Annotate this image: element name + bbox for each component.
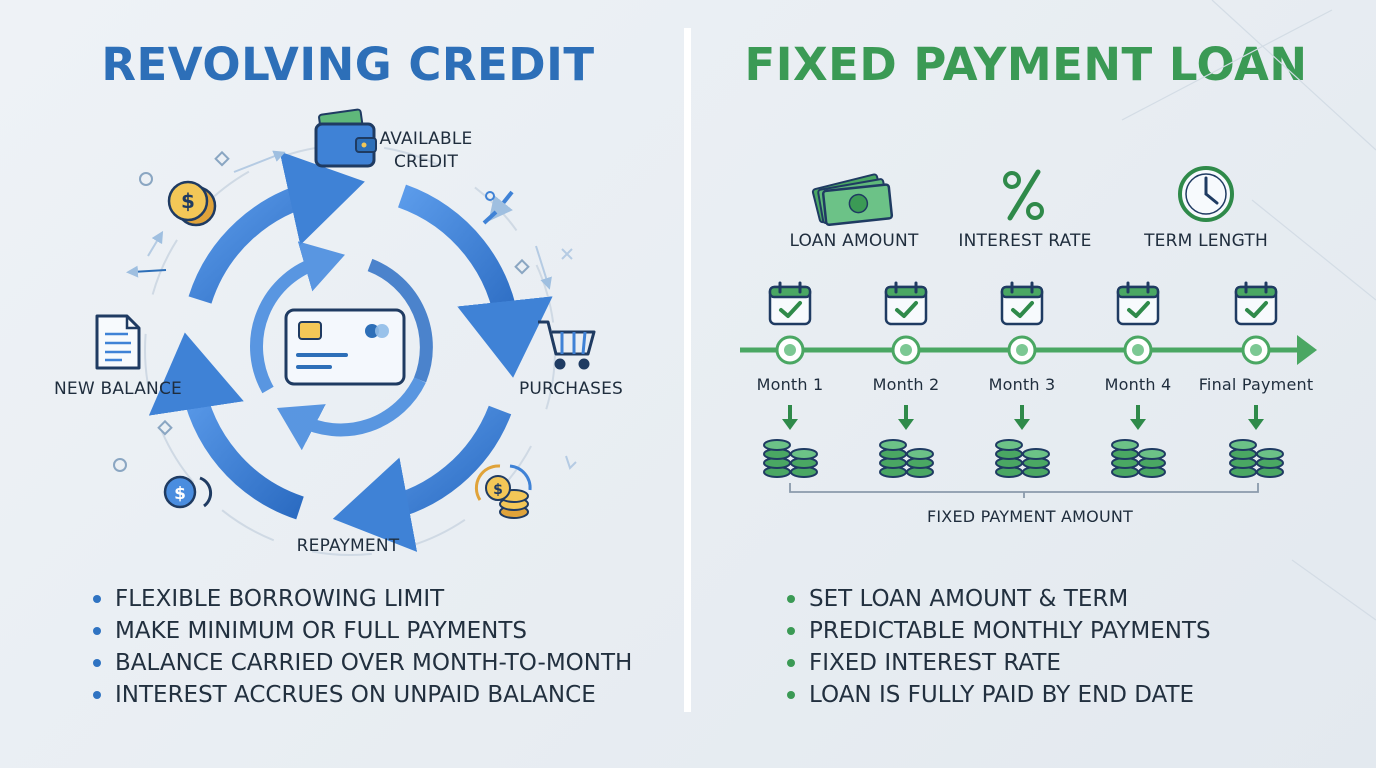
loan-timeline-diagram (740, 0, 1376, 621)
bullet-dot (93, 659, 101, 667)
timeline-label-final-payment: Final Payment (1198, 375, 1314, 394)
coin-cycle-icon: $ (474, 464, 532, 519)
down-arrow-icon (782, 405, 798, 430)
label-available-credit-line2: CREDIT (393, 152, 459, 172)
coin-stack-icon: $ (167, 180, 217, 227)
label-interest-rate: INTEREST RATE (958, 231, 1092, 251)
calendar-check-icon (884, 281, 928, 326)
timeline-step (763, 281, 818, 478)
calendar-check-icon (1234, 281, 1278, 326)
calendar-check-icon (768, 281, 812, 326)
shopping-cart-icon (538, 320, 596, 370)
svg-text:$: $ (181, 189, 195, 213)
dollar-coin-icon: $ (163, 475, 213, 509)
down-arrow-icon (1248, 405, 1264, 430)
credit-card-icon (284, 308, 406, 386)
bullet-item: SET LOAN AMOUNT & TERM (787, 583, 1211, 615)
down-arrow-icon (1130, 405, 1146, 430)
inner-arrow-lower (276, 377, 426, 451)
timeline-label-month-3: Month 3 (988, 375, 1056, 394)
timeline-node-core (900, 344, 912, 356)
bullet-item: MAKE MINIMUM OR FULL PAYMENTS (93, 615, 632, 647)
label-new-balance: NEW BALANCE (54, 379, 182, 399)
timeline-node-core (1132, 344, 1144, 356)
revolving-credit-bullets: FLEXIBLE BORROWING LIMIT MAKE MINIMUM OR… (93, 583, 632, 711)
coin-stack-icon (995, 439, 1050, 478)
bullet-text: PREDICTABLE MONTHLY PAYMENTS (809, 618, 1211, 644)
cash-icon (811, 173, 894, 226)
panel-divider (684, 28, 691, 712)
coin-stack-icon (1111, 439, 1166, 478)
revolving-credit-title: REVOLVING CREDIT (101, 38, 595, 91)
bullet-text: SET LOAN AMOUNT & TERM (809, 586, 1129, 612)
bullet-dot (93, 691, 101, 699)
cycle-arrow-bottom (332, 405, 512, 552)
label-purchases: PURCHASES (518, 379, 624, 399)
coin-stack-icon (763, 439, 818, 478)
bullet-text: BALANCE CARRIED OVER MONTH-TO-MONTH (115, 650, 633, 676)
bullet-dot (787, 659, 795, 667)
label-repayment: REPAYMENT (296, 536, 400, 556)
wallet-icon (314, 108, 377, 168)
calendar-check-icon (1116, 281, 1160, 326)
bullet-dot (787, 691, 795, 699)
percent-icon (1003, 169, 1044, 221)
bullet-text: INTEREST ACCRUES ON UNPAID BALANCE (115, 682, 596, 708)
inner-arrow-right (367, 258, 433, 383)
clock-icon (1178, 166, 1234, 222)
timeline-step (995, 281, 1050, 478)
timeline-step (879, 281, 934, 478)
timeline-label-month-1: Month 1 (756, 375, 824, 394)
svg-text:$: $ (174, 484, 186, 504)
timeline-step (1111, 281, 1166, 478)
fixed-payment-loan-panel: FIXED PAYMENT LOAN (692, 0, 1376, 768)
outer-cycle-arrows (148, 151, 553, 552)
svg-text:$: $ (493, 482, 503, 498)
timeline-label-month-4: Month 4 (1104, 375, 1172, 394)
coin-stack-icon (879, 439, 934, 478)
timeline-node-core (1250, 344, 1262, 356)
label-available-credit-line1: AVAILABLE (379, 129, 473, 149)
timeline-node-core (1016, 344, 1028, 356)
bullet-text: FLEXIBLE BORROWING LIMIT (115, 586, 445, 612)
coin-stack-icon (1229, 439, 1284, 478)
timeline-step (1229, 281, 1284, 478)
bullet-text: LOAN IS FULLY PAID BY END DATE (809, 682, 1195, 708)
timeline-node-core (784, 344, 796, 356)
document-icon (95, 314, 141, 370)
label-loan-amount: LOAN AMOUNT (789, 231, 919, 251)
bullet-item: INTEREST ACCRUES ON UNPAID BALANCE (93, 679, 632, 711)
cycle-arrow-right (397, 184, 553, 378)
revolving-credit-panel: REVOLVING CREDIT (0, 0, 684, 768)
fixed-payment-loan-title: FIXED PAYMENT LOAN (744, 38, 1308, 91)
bullet-item: LOAN IS FULLY PAID BY END DATE (787, 679, 1211, 711)
bullet-item: BALANCE CARRIED OVER MONTH-TO-MONTH (93, 647, 632, 679)
revolving-cycle-diagram: $ $ (95, 108, 596, 556)
timeline-label-month-2: Month 2 (872, 375, 940, 394)
bullet-dot (93, 595, 101, 603)
decorative-shapes (113, 150, 577, 472)
fixed-payment-brace (789, 483, 1259, 493)
bullet-dot (787, 595, 795, 603)
bullet-item: FLEXIBLE BORROWING LIMIT (93, 583, 632, 615)
label-term-length: TERM LENGTH (1144, 231, 1268, 251)
bullet-item: FIXED INTEREST RATE (787, 647, 1211, 679)
label-fixed-payment-amount: FIXED PAYMENT AMOUNT (926, 507, 1134, 526)
bullet-item: PREDICTABLE MONTHLY PAYMENTS (787, 615, 1211, 647)
down-arrow-icon (898, 405, 914, 430)
fixed-loan-bullets: SET LOAN AMOUNT & TERM PREDICTABLE MONTH… (787, 583, 1211, 711)
calendar-check-icon (1000, 281, 1044, 326)
cycle-arrow-left (148, 332, 304, 520)
bullet-dot (93, 627, 101, 635)
inner-arrow-upper (250, 241, 345, 394)
background-lines (1121, 0, 1376, 621)
bullet-text: MAKE MINIMUM OR FULL PAYMENTS (115, 618, 527, 644)
bullet-dot (787, 627, 795, 635)
cycle-arrow-top (188, 151, 365, 304)
bullet-text: FIXED INTEREST RATE (809, 650, 1061, 676)
down-arrow-icon (1014, 405, 1030, 430)
timeline-nodes (763, 281, 1284, 478)
inner-cycle-arrows (250, 241, 433, 451)
